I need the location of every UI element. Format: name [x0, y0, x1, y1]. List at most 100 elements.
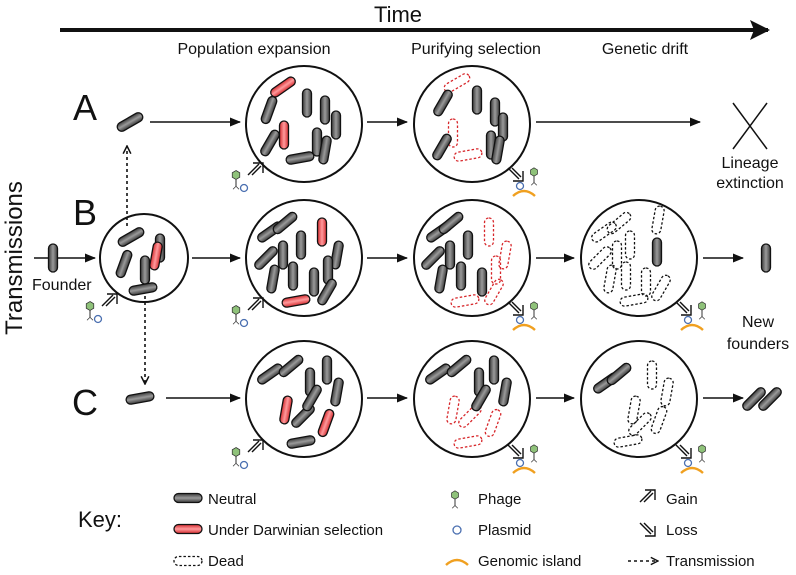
cell-c-drift [650, 405, 668, 435]
cell-b-selection [462, 230, 474, 260]
genomic-island-icon [680, 466, 704, 474]
phage-icon [530, 444, 538, 463]
cell-a-selection [443, 73, 471, 93]
plasmid-icon [515, 458, 525, 468]
cell-b-drift [651, 205, 665, 235]
cell-founder [47, 243, 59, 273]
cell-a-selection [471, 85, 483, 115]
genomic-island-icon [512, 323, 536, 331]
dead-cell-icon [173, 555, 203, 567]
cell-c-expansion [257, 363, 283, 385]
phage-icon [530, 167, 538, 186]
cell-c-selection [425, 363, 451, 385]
cell-a-expansion [278, 120, 290, 150]
phage-icon [451, 490, 459, 509]
cell-b-selection [483, 217, 495, 247]
cell-c-selection [488, 355, 500, 385]
cell-a-selection [491, 135, 505, 165]
phage-icon [231, 170, 241, 190]
cell-c-selection [498, 377, 512, 407]
gain-arrow-icon [247, 439, 264, 453]
cell-c-selection [453, 435, 483, 449]
cell-b-expansion [317, 278, 337, 306]
loss-arrow-icon [507, 444, 524, 459]
lineage-extinction-line2: extinction [716, 175, 784, 192]
cell-new-founder [742, 387, 766, 411]
cell-b-drift [651, 237, 663, 267]
cell-c-expansion [278, 354, 304, 378]
cell-b-selection [476, 267, 488, 297]
key-gain-label: Gain [666, 491, 698, 508]
key: Key: Neutral Under Darwinian selection D… [78, 489, 755, 570]
new-founders-line2: founders [727, 336, 789, 353]
key-neutral-label: Neutral [208, 491, 256, 508]
loss-arrow-icon [675, 301, 692, 316]
cell-b-selection [455, 261, 467, 291]
plasmid-icon [93, 314, 103, 324]
key-island-label: Genomic island [478, 553, 581, 570]
genomic-island-icon [445, 558, 469, 566]
cell-b-selection [438, 211, 464, 235]
plasmid-icon [515, 181, 525, 191]
key-transmission-label: Transmission [666, 553, 755, 570]
cell-a-expansion [318, 135, 332, 165]
cell-b-selection [434, 264, 448, 294]
cell-new-founder [758, 387, 782, 411]
key-plasmid-label: Plasmid [478, 522, 531, 539]
key-phage-label: Phage [478, 491, 521, 508]
cell-transmitted-c [125, 391, 155, 405]
plasmid-icon [515, 315, 525, 325]
cell-c-drift [613, 434, 643, 448]
plasmid-icon [239, 183, 249, 193]
cell-c-expansion [302, 384, 322, 412]
cell-b-selection [450, 294, 480, 308]
gain-arrow-icon [247, 162, 264, 176]
loss-arrow-icon [507, 301, 524, 316]
cell-founder-population [139, 255, 151, 285]
cell-b-drift [603, 264, 617, 294]
population-a-selection [413, 65, 531, 183]
plasmid-icon [683, 458, 693, 468]
loss-arrow-icon [675, 444, 692, 459]
plasmid-icon [452, 525, 462, 535]
cell-a-expansion [270, 76, 296, 98]
cell-a-selection [433, 89, 453, 117]
row-letter-b: B [73, 192, 97, 233]
cell-b-expansion [308, 267, 320, 297]
cell-c-drift [660, 377, 674, 407]
key-loss-label: Loss [666, 522, 698, 539]
founder-label: Founder [32, 277, 92, 294]
cell-b-expansion [316, 217, 328, 247]
cell-founder-population [128, 282, 158, 296]
bacteria-cells [47, 73, 782, 449]
genomic-island-icon [512, 466, 536, 474]
cell-c-expansion [317, 408, 335, 438]
cell-a-expansion [330, 110, 342, 140]
cell-a-expansion [301, 88, 313, 118]
phase-population-expansion: Population expansion [177, 41, 330, 58]
cell-b-drift [624, 230, 636, 260]
cell-c-drift [646, 360, 658, 390]
key-heading: Key: [78, 507, 122, 532]
cell-c-drift [606, 362, 632, 386]
time-axis: Time [60, 2, 770, 40]
cell-c-selection [446, 354, 472, 378]
cell-a-expansion [260, 129, 280, 157]
population-circles [99, 65, 698, 458]
gain-arrow-icon [247, 297, 264, 311]
phage-icon [698, 444, 706, 463]
cell-a-expansion [260, 95, 278, 125]
phage-icon [530, 301, 538, 320]
genomic-island-icon [512, 189, 536, 197]
cell-a-expansion [319, 95, 331, 125]
phage-icon [698, 301, 706, 320]
lineage-extinction-line1: Lineage [722, 155, 779, 172]
cell-a-expansion [285, 151, 315, 165]
cell-b-drift [620, 261, 632, 291]
cell-b-expansion [281, 294, 311, 308]
cell-b-drift [651, 274, 671, 302]
exchange-glyphs [85, 162, 706, 474]
population-b-drift [580, 199, 698, 317]
phage-icon [231, 447, 241, 467]
gain-arrow-icon [639, 489, 656, 503]
